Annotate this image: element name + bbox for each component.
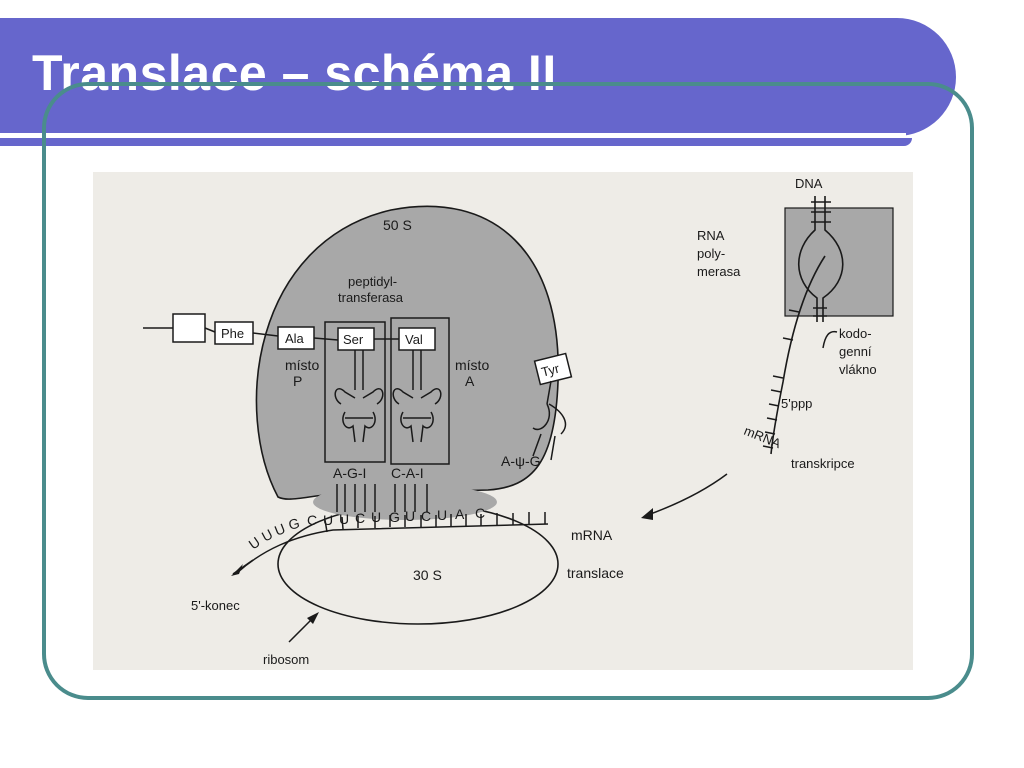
mrna-base: U <box>339 511 349 527</box>
label-5-konec: 5'-konec <box>191 598 240 613</box>
label-phe: Phe <box>221 326 244 341</box>
peptide-bond <box>252 332 279 337</box>
p-site-trna-frame <box>324 321 386 463</box>
label-5ppp: 5'ppp <box>781 396 812 411</box>
a-site-trna-frame <box>390 317 450 465</box>
label-rna-polymerase: RNA <box>697 228 725 243</box>
mrna-base: C <box>355 510 365 526</box>
nascent-mrna <box>770 255 826 455</box>
anticodon-cai: C-A-I <box>391 465 424 481</box>
mrna-base: G <box>389 509 400 525</box>
mrna-base: A <box>455 506 465 522</box>
mrna-base: U <box>371 509 381 525</box>
mrna-base-ticks <box>324 512 546 533</box>
label-kodogenni: kodo- <box>839 326 872 341</box>
mrna-bases: U U U G C U U C U G U C U A C <box>246 505 486 552</box>
label-mrna: mRNA <box>571 527 613 543</box>
transcription-to-translation-arrow <box>644 473 728 517</box>
anticodon-agi: A-G-I <box>333 465 366 481</box>
peptide-bond <box>204 327 216 333</box>
title-divider <box>0 133 906 138</box>
label-val: Val <box>405 332 423 347</box>
content-frame <box>42 82 974 700</box>
label-site-p-letter: P <box>293 373 302 389</box>
label-dna: DNA <box>795 176 823 191</box>
anticodon-a-psi-g: A-ψ-G <box>501 453 541 469</box>
large-subunit-50s <box>255 205 559 500</box>
nascent-mrna-bases <box>762 309 800 449</box>
mrna-base: U <box>323 512 333 528</box>
kodogenni-pointer <box>822 330 838 349</box>
amino-acid-box <box>172 313 206 343</box>
mrna-base: C <box>307 512 317 528</box>
dna-base-pairs <box>811 201 831 317</box>
small-subunit-30s <box>277 503 559 625</box>
tyr-box <box>533 352 573 386</box>
label-transkripce: transkripce <box>791 456 855 471</box>
tyr-acceptor-stem <box>546 380 552 405</box>
mrna-base: U <box>272 520 287 539</box>
mrna-base: C <box>421 508 431 524</box>
dna-double-helix <box>797 196 844 322</box>
label-site-a-letter: A <box>465 373 475 389</box>
trna-p-site <box>334 350 384 443</box>
codon-anticodon-pairs <box>336 484 428 512</box>
trna-a-site <box>392 350 442 443</box>
label-ribosom: ribosom <box>263 652 309 667</box>
label-30s: 30 S <box>413 567 442 583</box>
label-tyr: Tyr <box>540 361 562 380</box>
title-bar <box>0 18 956 136</box>
label-50s: 50 S <box>383 217 412 233</box>
label-translace: translace <box>567 565 624 581</box>
slide-title: Translace – schéma II <box>32 45 557 101</box>
mrna-5-end-arrowhead <box>231 564 243 576</box>
mrna-base: U <box>405 508 415 524</box>
val-box <box>398 327 436 351</box>
mrna-base: G <box>287 515 302 533</box>
label-ser: Ser <box>343 332 364 347</box>
label-kodogenni-2: genní <box>839 344 872 359</box>
label-rna-polymerase-3: merasa <box>697 264 741 279</box>
label-rna-polymerase-2: poly- <box>697 246 725 261</box>
mrna-base: U <box>259 526 275 545</box>
mrna-base: C <box>475 505 485 521</box>
label-transferasa: transferasa <box>338 290 404 305</box>
label-kodogenni-3: vlákno <box>839 362 877 377</box>
trna-tyr-incoming <box>532 403 567 461</box>
mrna-base: U <box>437 507 447 523</box>
ribosom-pointer-arrowhead <box>307 612 319 624</box>
label-site-p: místo <box>285 357 319 373</box>
transcription-arrowhead <box>641 508 653 520</box>
label-mrna-tilted: mRNA <box>742 423 783 451</box>
label-peptidyl: peptidyl- <box>348 274 397 289</box>
rna-polymerase-box <box>784 207 894 317</box>
label-site-a: místo <box>455 357 489 373</box>
translation-diagram: 50 S 30 S peptidyl- transferasa místo P … <box>93 172 913 670</box>
label-ala: Ala <box>285 331 305 346</box>
peptide-bond <box>313 337 339 341</box>
diagram-svg: 50 S 30 S peptidyl- transferasa místo P … <box>143 176 894 667</box>
title-bar-underlay <box>0 138 912 146</box>
mrna-base: U <box>246 534 263 553</box>
